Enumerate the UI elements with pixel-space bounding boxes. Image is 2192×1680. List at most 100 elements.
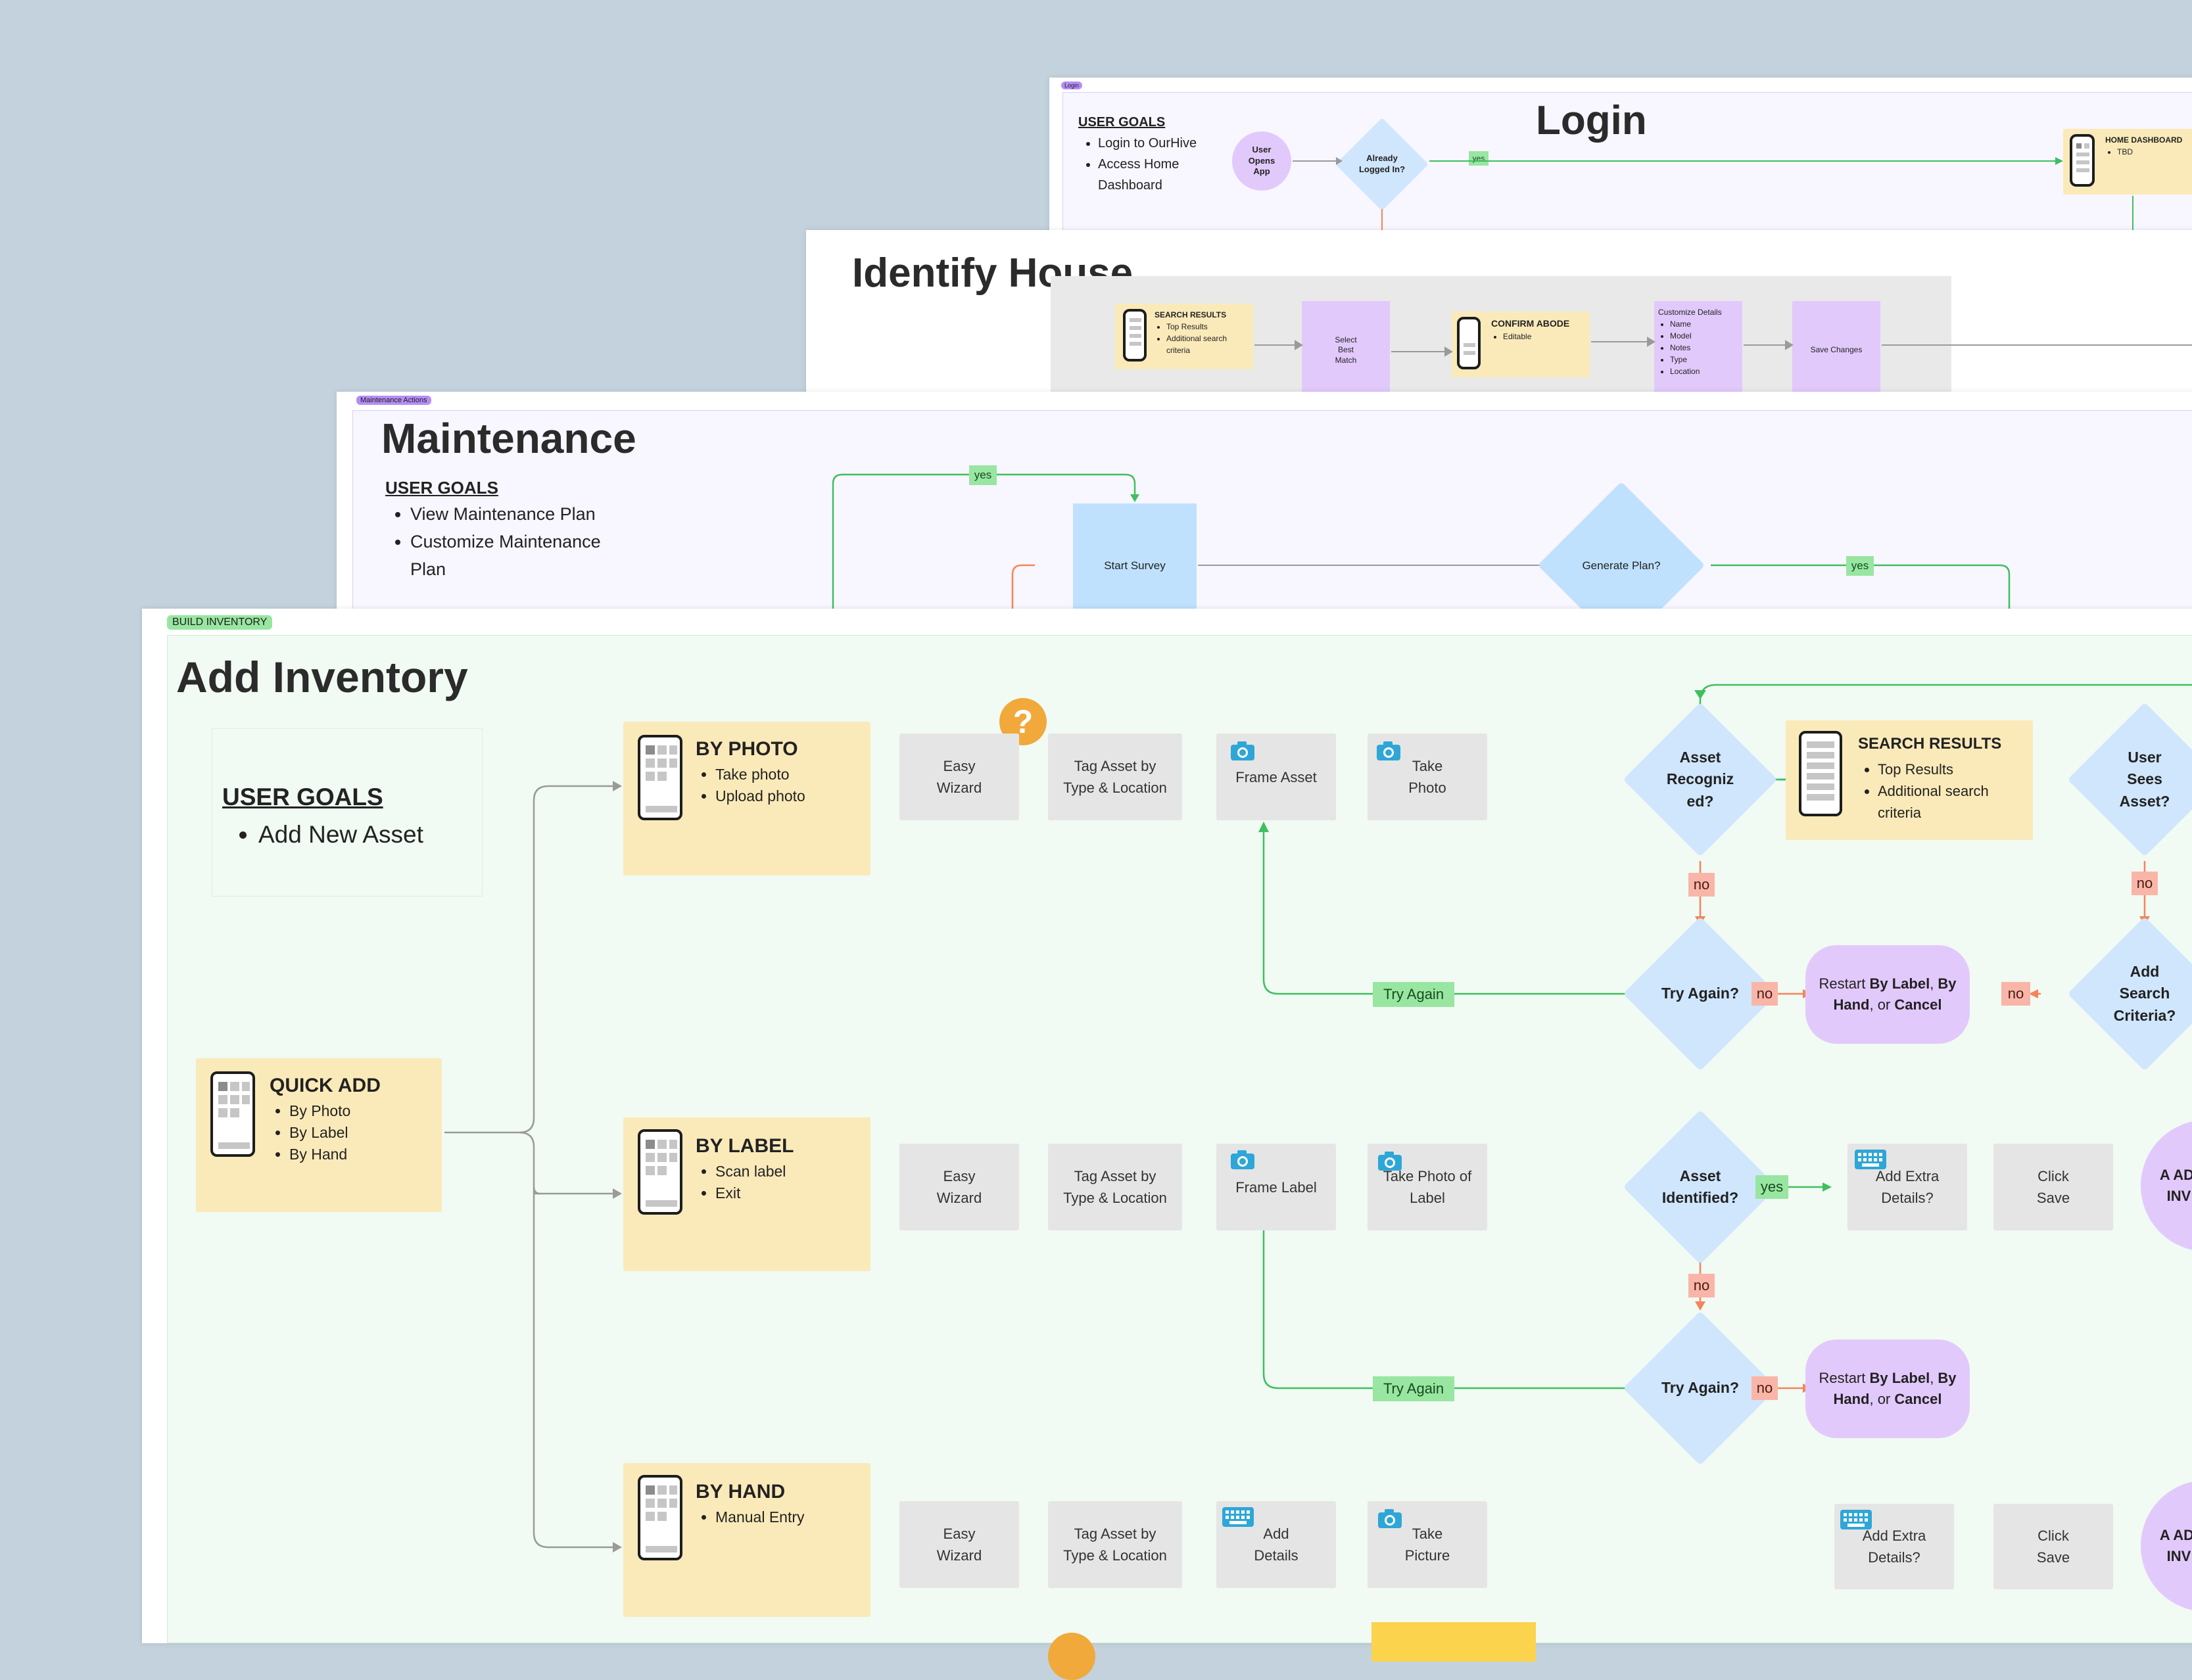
added-to-inventory-label: A ADI INV xyxy=(2159,1527,2192,1564)
click-save-box[interactable]: Click Save xyxy=(1993,1504,2113,1589)
by-photo-item: Upload photo xyxy=(715,785,805,807)
by-label-item: Exit xyxy=(715,1182,794,1204)
login-tag: Login xyxy=(1061,82,1083,89)
start-node-label: User Opens App xyxy=(1248,144,1275,177)
restart-terminal: Restart By Label, By Hand, or Cancel xyxy=(1805,945,1970,1044)
easy-wizard-box: Easy Wizard xyxy=(899,1501,1019,1588)
add-inventory-sheet: BUILD INVENTORY Add Inventory USER GOALS… xyxy=(142,609,2192,1680)
easy-wizard-box: Easy Wizard xyxy=(899,1144,1019,1230)
maintenance-tag: Maintenance Actions xyxy=(356,396,431,405)
camera-icon xyxy=(1231,741,1254,760)
asset-identified-label: Asset Identified? xyxy=(1661,1167,1739,1206)
search-item: Top Results xyxy=(1166,321,1247,333)
phone-wireframe-icon xyxy=(2070,134,2095,187)
by-hand-title: BY HAND xyxy=(696,1481,786,1503)
asset-recognized-label: Asset Recogniz ed? xyxy=(1666,748,1734,810)
by-photo-text: BY PHOTO Take photo Upload photo xyxy=(696,735,805,807)
camera-icon xyxy=(1377,741,1400,760)
by-label-text: BY LABEL Scan label Exit xyxy=(696,1132,794,1204)
customize-title: Customize Details xyxy=(1658,308,1722,317)
search-item: Top Results xyxy=(1878,758,2022,780)
frame-asset-box: Frame Asset xyxy=(1216,734,1336,820)
search-results-text: SEARCH RESULTS Top Results Additional se… xyxy=(1155,309,1247,356)
phone-wireframe-icon xyxy=(1123,309,1147,362)
by-hand-item: Manual Entry xyxy=(715,1506,805,1528)
goals-heading: USER GOALS xyxy=(222,783,383,810)
tag-asset-box: Tag Asset by Type & Location xyxy=(1048,1144,1182,1230)
yes-badge: yes xyxy=(1846,556,1874,576)
save-changes xyxy=(1792,301,1880,400)
confirm-abode-text: CONFIRM ABODE Editable xyxy=(1491,317,1569,342)
camera-icon xyxy=(1378,1509,1402,1528)
login-sheet: Login USER GOALS Login to OurHive Access… xyxy=(1049,78,2192,248)
restart-sep: , or xyxy=(1869,996,1895,1013)
goal-item: Customize Maintenance Plan xyxy=(410,528,627,584)
yes-badge: yes xyxy=(1755,1175,1788,1199)
search-results-title: SEARCH RESULTS xyxy=(1155,310,1227,319)
inventory-tag: BUILD INVENTORY xyxy=(167,615,273,630)
select-best-match xyxy=(1302,301,1390,400)
try-again-label: Try Again? xyxy=(1661,1379,1739,1397)
restart-by-hand: By Hand xyxy=(1833,975,1957,1013)
user-sees-asset-label: User Sees Asset? xyxy=(2119,748,2170,810)
maintenance-sheet: Maintenance Actions Maintenance USER GOA… xyxy=(337,392,2192,649)
goal-item: View Maintenance Plan xyxy=(410,501,627,528)
dashboard-text: HOME DASHBOARD TBD xyxy=(2105,134,2182,158)
click-save-box[interactable]: Click Save xyxy=(1993,1144,2113,1230)
restart-sep: , xyxy=(1930,1370,1938,1387)
identify-house-sheet: Identify House SEARCH RESULTS Top Result… xyxy=(806,230,2192,401)
by-label-title: BY LABEL xyxy=(696,1135,794,1157)
keyboard-icon xyxy=(1222,1507,1254,1527)
no-badge: no xyxy=(2001,982,2030,1006)
page-title: Maintenance xyxy=(381,415,636,462)
confirm-item: Editable xyxy=(1503,331,1569,342)
yellow-note-partial xyxy=(1371,1622,1536,1662)
customize-item: Notes xyxy=(1670,342,1722,354)
start-survey-label: Start Survey xyxy=(1104,559,1166,572)
quick-add-title: QUICK ADD xyxy=(270,1075,381,1096)
by-photo-item: Take photo xyxy=(715,764,805,785)
customize-details xyxy=(1654,301,1742,400)
no-badge: no xyxy=(1751,1376,1778,1400)
maintenance-goals: USER GOALS View Maintenance Plan Customi… xyxy=(385,475,627,584)
confirm-abode-title: CONFIRM ABODE xyxy=(1491,318,1570,329)
by-label-item: Scan label xyxy=(715,1161,794,1182)
restart-by-hand: By Hand xyxy=(1833,1370,1957,1407)
quick-add-item: By Hand xyxy=(289,1144,381,1165)
search-item: Additional search criteria xyxy=(1878,780,2022,824)
yes-badge-cover xyxy=(1723,768,1755,791)
inventory-connectors xyxy=(444,684,2192,1552)
no-badge: no xyxy=(2132,872,2158,895)
tag-asset-box: Tag Asset by Type & Location xyxy=(1048,1501,1182,1588)
no-badge: no xyxy=(1751,982,1778,1006)
quick-add-item: By Photo xyxy=(289,1100,381,1122)
select-best-match-label: Select Best Match xyxy=(1335,335,1357,365)
restart-by-label: By Label xyxy=(1869,975,1930,992)
camera-icon xyxy=(1378,1152,1402,1171)
customize-item: Model xyxy=(1670,330,1722,342)
search-item: Additional search criteria xyxy=(1166,333,1247,356)
maintenance-frame xyxy=(352,410,2192,642)
goals-heading: USER GOALS xyxy=(1078,115,1166,129)
page-title: Login xyxy=(1536,98,1647,143)
camera-icon xyxy=(1231,1150,1254,1169)
customize-item: Location xyxy=(1670,365,1722,377)
goal-item: Add New Asset xyxy=(258,816,423,853)
keyboard-icon xyxy=(1840,1510,1872,1529)
no-badge: no xyxy=(1688,873,1715,897)
dashboard-item: TBD xyxy=(2117,146,2182,158)
customize-details-text: Customize Details Name Model Notes Type … xyxy=(1658,306,1722,377)
try-again-badge: Try Again xyxy=(1373,1376,1454,1401)
phone-wireframe-icon xyxy=(638,1129,682,1215)
customize-item: Type xyxy=(1670,354,1722,365)
by-hand-text: BY HAND Manual Entry xyxy=(696,1478,805,1528)
restart-cancel: Cancel xyxy=(1894,1391,1942,1407)
search-results-text: SEARCH RESULTS Top Results Additional se… xyxy=(1858,732,2022,824)
restart-text: Restart xyxy=(1819,975,1870,992)
quick-add-text: QUICK ADD By Photo By Label By Hand xyxy=(270,1071,381,1166)
login-connectors xyxy=(1293,157,2133,248)
goal-item: Access Home Dashboard xyxy=(1098,154,1229,196)
try-again-label: Try Again? xyxy=(1661,985,1739,1002)
easy-wizard-box: Easy Wizard xyxy=(899,734,1019,820)
phone-wireframe-icon xyxy=(210,1071,255,1157)
